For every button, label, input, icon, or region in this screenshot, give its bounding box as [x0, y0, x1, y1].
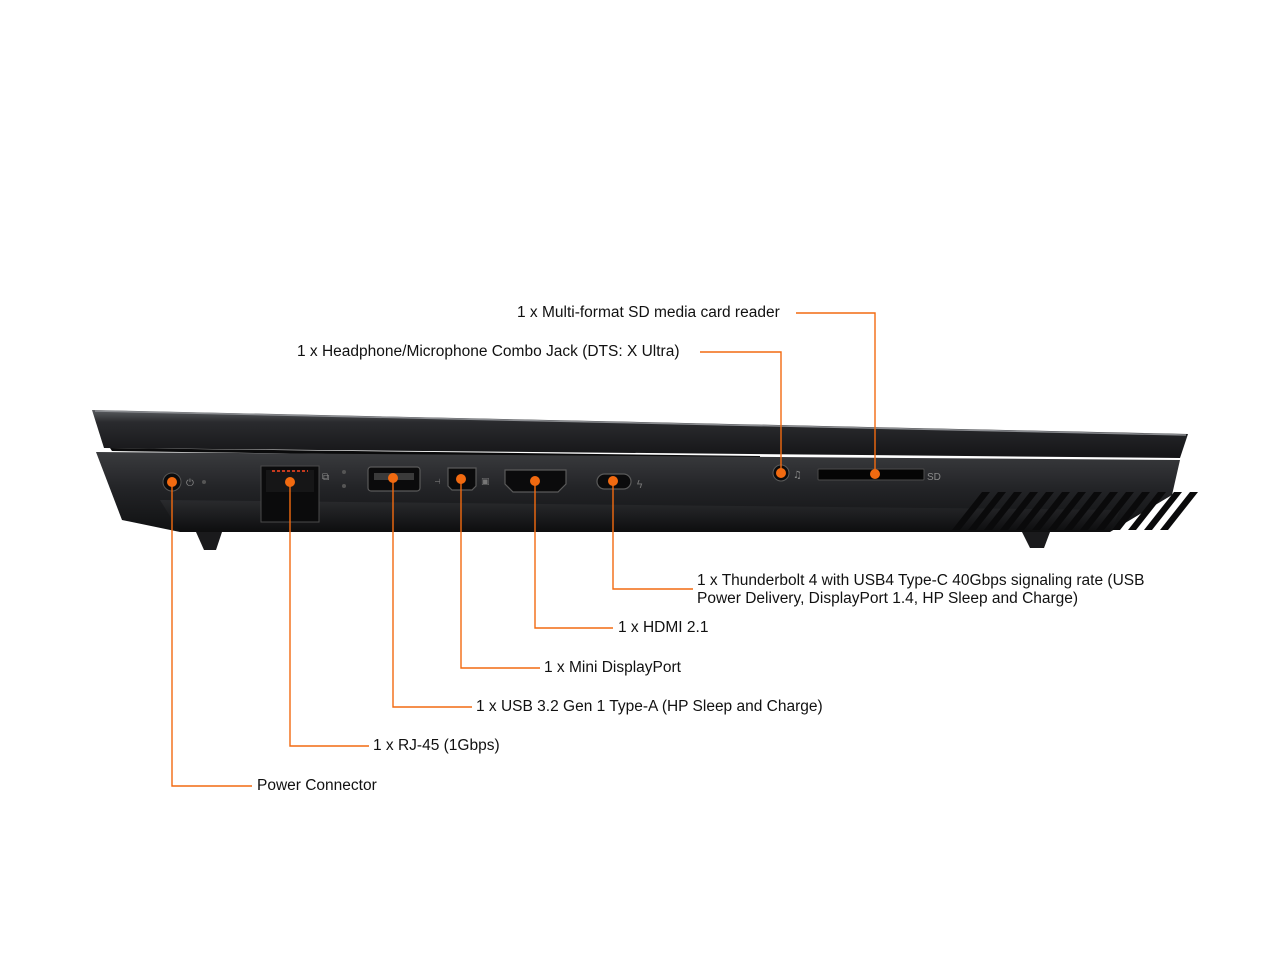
vent-slat: [1080, 492, 1118, 530]
vent-slat: [1128, 492, 1166, 530]
vent-slat: [1016, 492, 1054, 530]
displayport-icon: ▣: [481, 477, 490, 487]
leader-mini-displayport: [460, 479, 540, 669]
headphone-icon: ♫: [793, 470, 802, 481]
power-led: [202, 480, 206, 484]
label-mini-displayport: 1 x Mini DisplayPort: [544, 659, 681, 676]
label-thunderbolt: 1 x Thunderbolt 4 with USB4 Type-C 40Gbp…: [697, 572, 1145, 607]
leader-power: [171, 482, 252, 787]
marker-rj45: [285, 477, 295, 487]
marker-usb-a: [388, 473, 398, 483]
sd-slot-label: SD: [927, 472, 941, 483]
vent-slat: [984, 492, 1022, 530]
label-usb-a: 1 x USB 3.2 Gen 1 Type-A (HP Sleep and C…: [476, 698, 823, 715]
vent-slat: [1112, 492, 1150, 530]
leader-lines: [171, 312, 876, 787]
marker-power: [167, 477, 177, 487]
vent-slat: [1032, 492, 1070, 530]
label-sd-reader: 1 x Multi-format SD media card reader: [517, 304, 780, 321]
vent-slat: [1064, 492, 1102, 530]
marker-thunderbolt: [608, 476, 618, 486]
label-power: Power Connector: [257, 777, 377, 794]
label-hdmi: 1 x HDMI 2.1: [618, 619, 709, 636]
vent-slat: [968, 492, 1006, 530]
vent-slat: [1144, 492, 1182, 530]
network-icon: ⧉: [322, 472, 329, 483]
network-led-2: [342, 484, 346, 488]
marker-mini-displayport: [456, 474, 466, 484]
vent-slat: [1048, 492, 1086, 530]
vent-slat: [1000, 492, 1038, 530]
vent-slat: [952, 492, 990, 530]
leader-sd-reader: [796, 312, 876, 474]
leader-rj45: [289, 482, 369, 747]
lid-highlight: [94, 410, 1187, 436]
thunderbolt-icon: ϟ: [636, 478, 643, 491]
leader-headphone-jack: [700, 351, 782, 473]
marker-headphone-jack: [776, 468, 786, 478]
port-markers: [167, 468, 880, 487]
vent-slat: [1160, 492, 1198, 530]
marker-hdmi: [530, 476, 540, 486]
leader-usb-a: [392, 478, 472, 708]
base-chamfer: [160, 500, 1120, 532]
power-icon: ⏻: [186, 478, 194, 489]
vent-slat: [1096, 492, 1134, 530]
label-rj45: 1 x RJ-45 (1Gbps): [373, 737, 500, 754]
marker-sd-reader: [870, 469, 880, 479]
usb-icon: ⟂: [433, 478, 442, 484]
right-foot: [1022, 532, 1050, 548]
label-headphone-jack: 1 x Headphone/Microphone Combo Jack (DTS…: [297, 343, 680, 360]
network-led: [342, 470, 346, 474]
laptop-lid: [92, 410, 1188, 458]
leader-thunderbolt: [612, 481, 693, 590]
leader-hdmi: [534, 481, 613, 629]
cooling-vents: [952, 492, 1198, 530]
left-foot: [196, 532, 222, 550]
